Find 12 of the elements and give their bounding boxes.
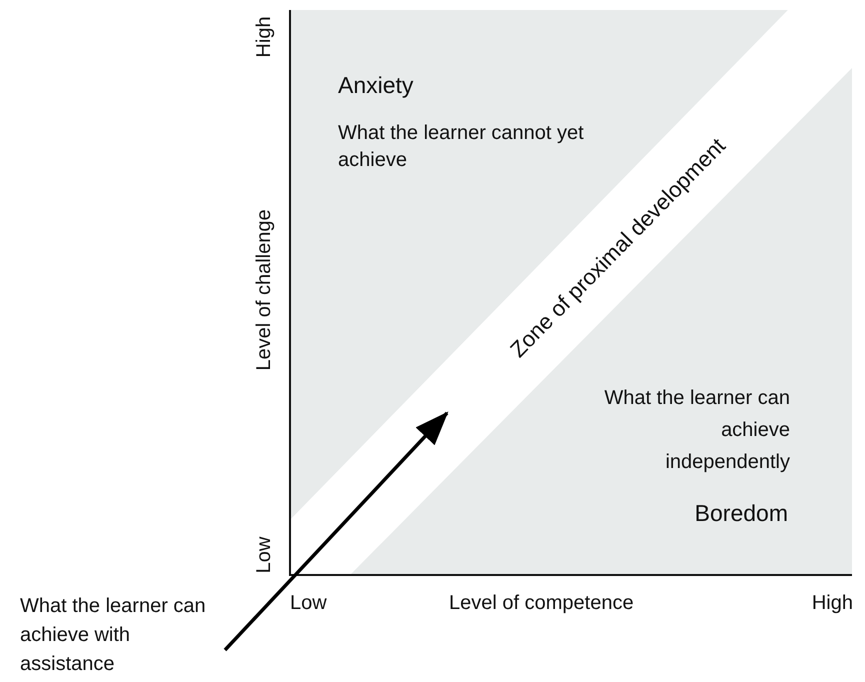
region-title: Anxiety <box>338 71 414 100</box>
region-title: Boredom <box>694 499 788 528</box>
axis-tick-label: High <box>812 591 853 616</box>
arrow <box>224 412 448 652</box>
region-description: What the learner cannot yet achieve <box>338 121 585 173</box>
axis-tick-label: Low <box>254 536 274 574</box>
axis-title: Level of challenge <box>254 209 274 371</box>
caption-text: What the learner can achieve with assistance <box>20 592 220 679</box>
axis-title: Level of competence <box>449 591 634 616</box>
axis-tick-label: High <box>254 16 274 58</box>
region-description: What the learner can achieve independently <box>603 386 790 475</box>
axis-tick-label: Low <box>290 591 327 616</box>
